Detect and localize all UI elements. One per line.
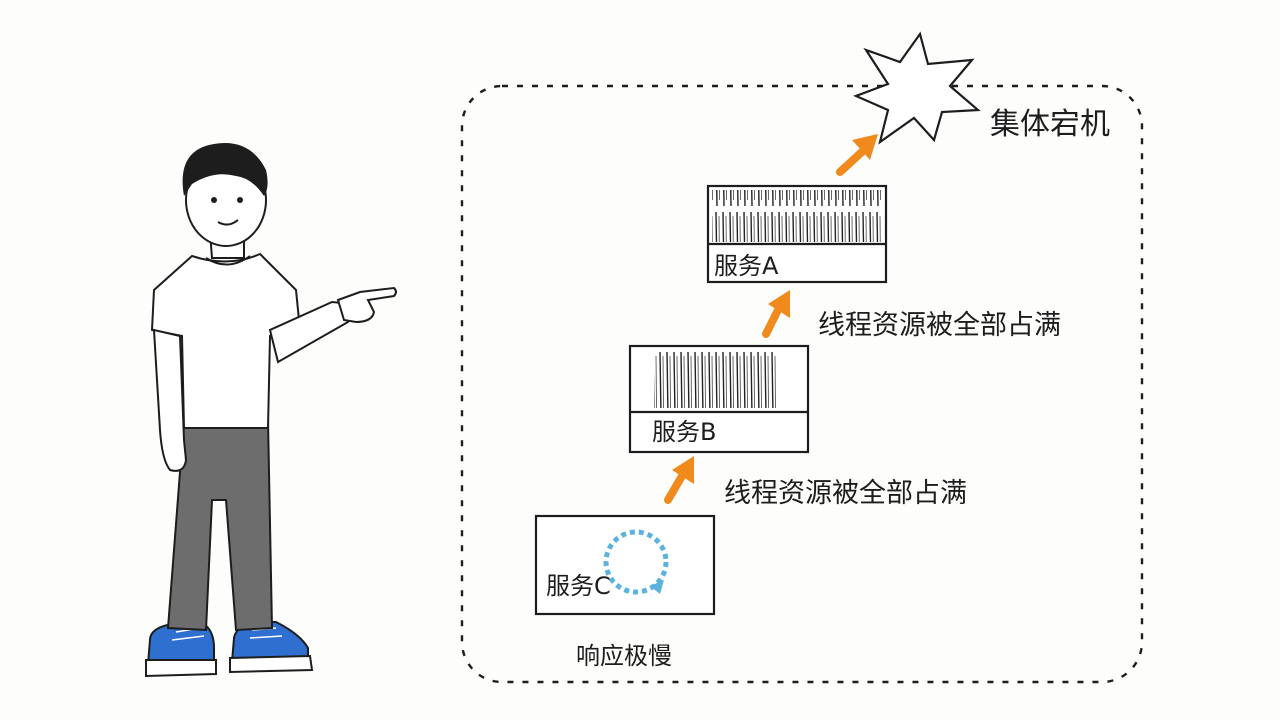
service-c-box: 服务C: [534, 514, 716, 616]
system-boundary: [460, 84, 1144, 684]
hair: [182, 143, 268, 196]
pointing-hand: [336, 286, 397, 324]
service-b-label: 服务B: [652, 418, 716, 446]
annotation-c-to-b: 线程资源被全部占满: [724, 478, 967, 509]
person-illustration: [145, 143, 397, 678]
arrow-a-to-crash: [836, 134, 878, 176]
service-a-label: 服务A: [714, 252, 779, 280]
right-shoe: [229, 621, 314, 674]
service-c-label: 服务C: [546, 572, 611, 600]
pants: [166, 419, 274, 632]
explosion-icon: [853, 31, 981, 145]
service-a-box: 服务A: [706, 184, 888, 284]
crash-label: 集体宕机: [990, 107, 1110, 142]
service-b-box: 服务B: [628, 344, 810, 454]
arrow-c-to-b: [664, 456, 694, 504]
annotation-b-to-a: 线程资源被全部占满: [818, 310, 1061, 341]
left-arm: [152, 328, 188, 472]
loading-icon: [603, 529, 669, 595]
service-c-status: 响应极慢: [576, 642, 672, 670]
arrow-b-to-a: [762, 290, 790, 338]
